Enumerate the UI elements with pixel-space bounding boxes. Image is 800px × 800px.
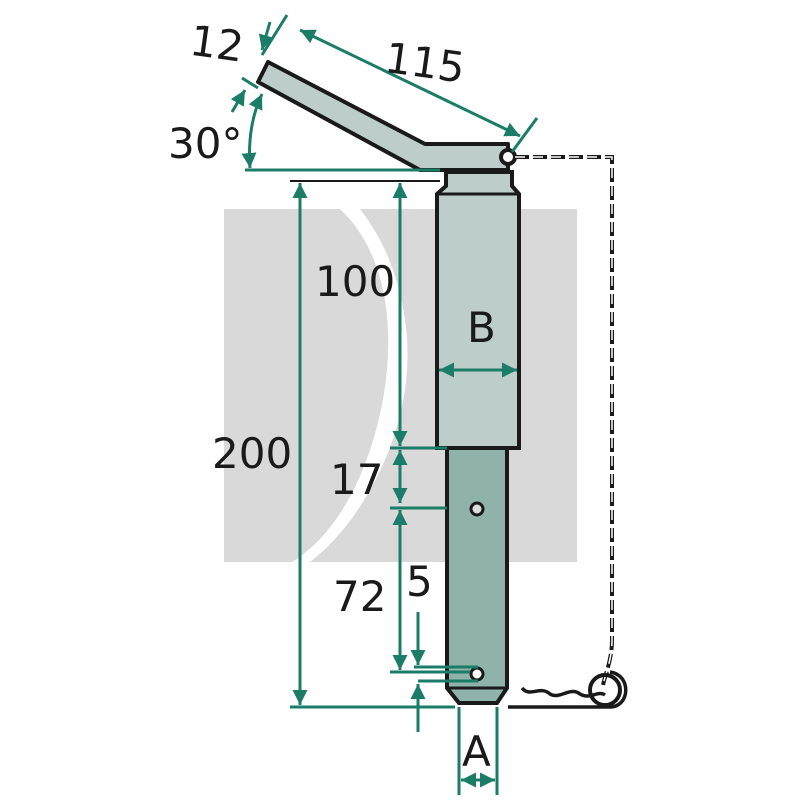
label-handle-angle: 30°	[168, 119, 242, 168]
chain-ring	[588, 673, 622, 707]
dimension-labels: 12 115 30° 100 200 17 72 5 B A	[168, 16, 496, 776]
label-diameter-b: B	[467, 303, 496, 352]
hole-upper	[469, 501, 485, 517]
linch-clip	[508, 670, 628, 709]
label-hole2-to-end: 5	[406, 557, 433, 606]
label-head-length: 100	[315, 257, 395, 306]
label-handle-length: 115	[382, 33, 468, 93]
label-total-length: 200	[212, 429, 292, 478]
pin-body	[435, 170, 521, 705]
chain	[515, 155, 622, 707]
label-diameter-a: A	[462, 727, 491, 776]
label-hole-spacing: 72	[333, 572, 386, 621]
label-handle-width: 12	[187, 16, 247, 72]
dimension-lines	[230, 14, 539, 795]
hole-lower	[469, 666, 485, 682]
label-hole1-offset: 17	[330, 455, 383, 504]
